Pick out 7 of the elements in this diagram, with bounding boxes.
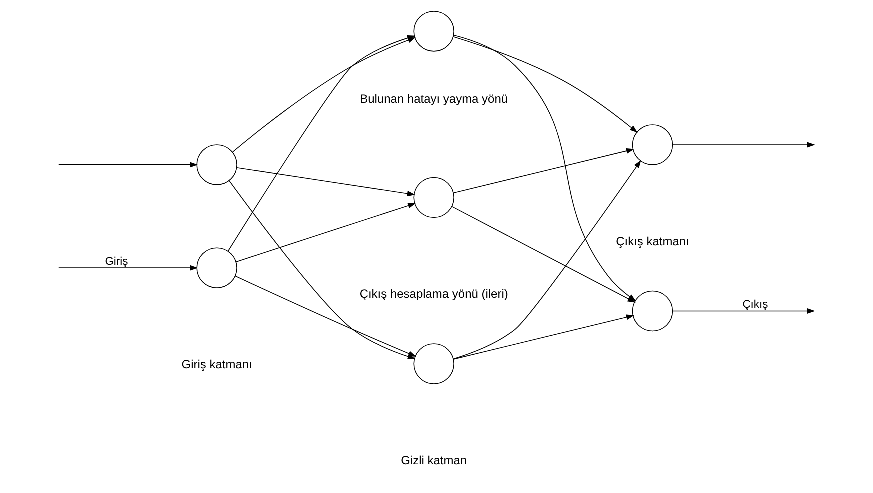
label: Gizli katman xyxy=(401,453,468,468)
edge-label: Giriş xyxy=(105,256,128,268)
edge-label: Çıkış xyxy=(742,299,768,312)
label: Çıkış hesaplama yönü (ileri) xyxy=(360,287,508,302)
label: Bulunan hatayı yayma yönü xyxy=(360,92,508,106)
label: Çıkış katmanı xyxy=(616,234,690,248)
label: Giriş katmanı xyxy=(182,357,252,372)
